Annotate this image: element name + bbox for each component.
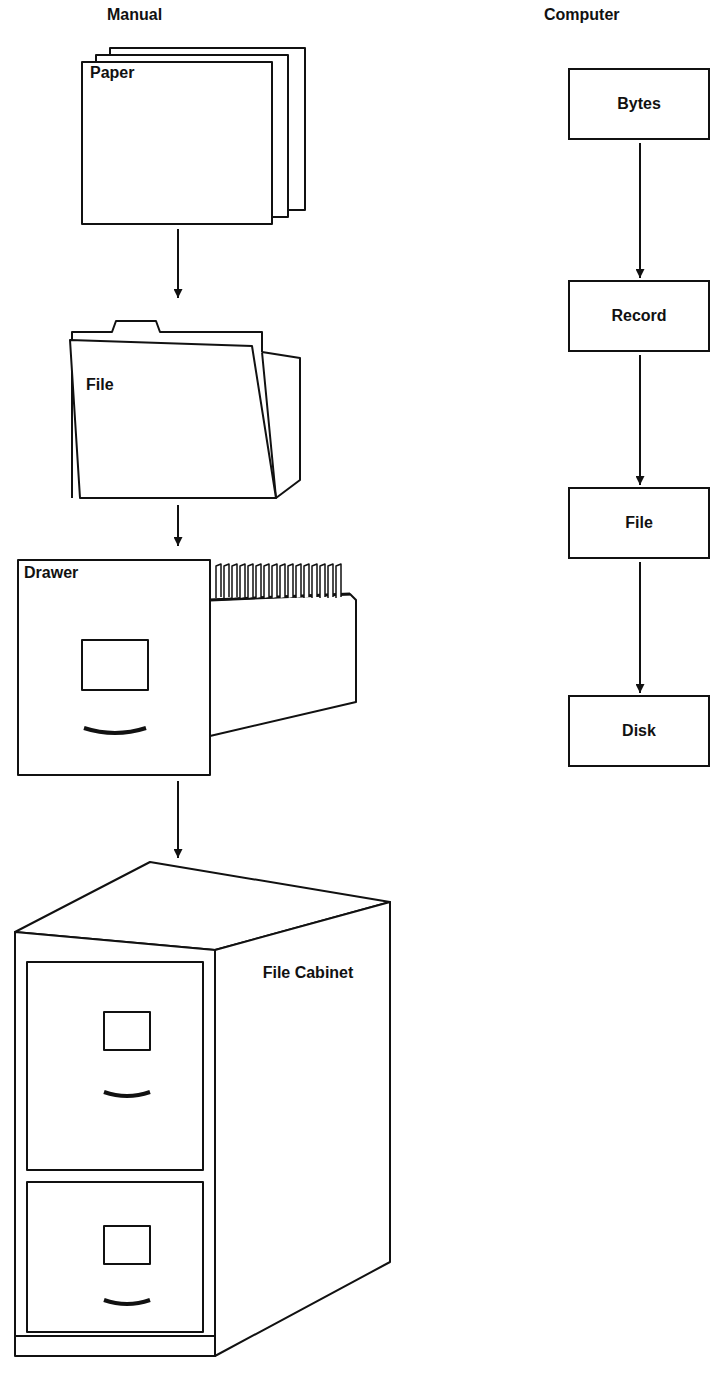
node-label: File Cabinet [262,964,354,982]
flow-arrow [177,505,179,546]
process-box: Bytes [568,68,710,140]
illustrated-item: File Cabinet [12,860,394,1360]
illustrated-item: Paper [82,50,307,226]
flow-arrow [639,562,641,693]
process-box: Record [568,280,710,352]
illustrated-item: File [66,300,304,502]
column-heading: Computer [544,6,620,24]
column-heading: Manual [107,6,162,24]
node-label: Bytes [617,95,661,113]
node-label: Drawer [24,564,78,582]
node-label: Disk [622,722,656,740]
node-label: Paper [90,64,134,82]
process-box: File [568,487,710,559]
illustrated-item: Drawer [16,548,358,778]
file-folder [70,321,300,498]
process-box: Disk [568,695,710,767]
node-label: Record [611,307,666,325]
flow-arrow [639,355,641,485]
node-label: File [625,514,653,532]
node-label: File [86,376,114,394]
file-cabinet-picture [15,862,390,1356]
flow-arrow [177,781,179,858]
flow-arrow [177,229,179,298]
flow-arrow [639,143,641,278]
drawer-picture [18,560,356,775]
paper-stack [82,48,305,224]
